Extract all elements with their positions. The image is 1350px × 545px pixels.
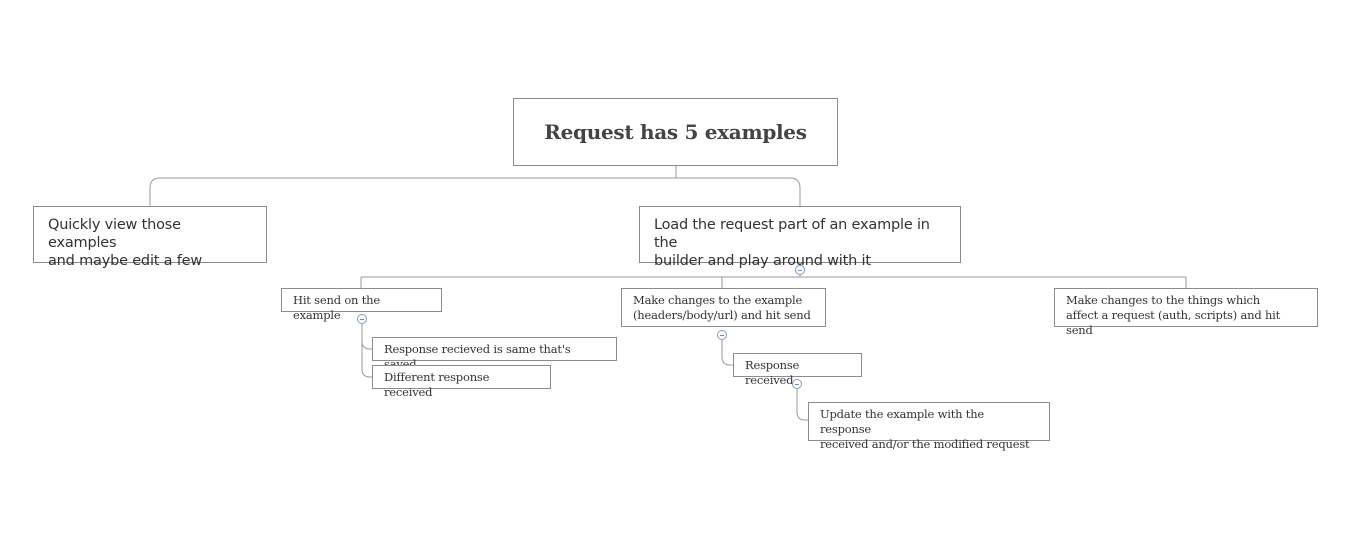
topic-make-changes-example[interactable]: Make changes to the example (headers/bod… bbox=[621, 288, 826, 327]
connector-hit-send-to-different bbox=[361, 341, 372, 378]
topic-make-changes-things-label: Make changes to the things which affect … bbox=[1066, 293, 1281, 337]
topic-hit-send[interactable]: Hit send on the example bbox=[281, 288, 442, 322]
collapse-toggle-icon[interactable] bbox=[795, 265, 805, 275]
collapse-toggle-icon[interactable] bbox=[792, 379, 802, 389]
topic-response-same[interactable]: Response recieved is same that's saved bbox=[372, 337, 617, 371]
topic-update-example-label: Update the example with the response rec… bbox=[820, 407, 1030, 451]
connector-make-ex-to-response bbox=[721, 340, 733, 366]
topic-make-changes-example-label: Make changes to the example (headers/bod… bbox=[633, 293, 811, 322]
connector-hit-send-to-same bbox=[361, 324, 372, 350]
topic-response-different[interactable]: Different response received bbox=[372, 365, 551, 399]
root-topic[interactable]: Request has 5 examples bbox=[513, 98, 838, 166]
topic-response-same-label: Response recieved is same that's saved bbox=[384, 342, 571, 371]
collapse-toggle-icon[interactable] bbox=[357, 314, 367, 324]
topic-response-received[interactable]: Response received bbox=[733, 353, 862, 387]
connector-response-to-update bbox=[796, 389, 808, 421]
topic-load-request-part[interactable]: Load the request part of an example in t… bbox=[639, 206, 961, 269]
topic-make-changes-things[interactable]: Make changes to the things which affect … bbox=[1054, 288, 1318, 337]
collapse-toggle-icon[interactable] bbox=[717, 330, 727, 340]
connector-root-to-load-request bbox=[676, 177, 801, 206]
topic-load-request-part-label: Load the request part of an example in t… bbox=[654, 217, 930, 269]
topic-hit-send-label: Hit send on the example bbox=[293, 293, 380, 322]
root-topic-label: Request has 5 examples bbox=[544, 120, 807, 144]
topic-response-different-label: Different response received bbox=[384, 370, 490, 399]
topic-quick-view-examples[interactable]: Quickly view those examples and maybe ed… bbox=[33, 206, 267, 269]
topic-response-received-label: Response received bbox=[745, 358, 800, 387]
topic-quick-view-examples-label: Quickly view those examples and maybe ed… bbox=[48, 217, 203, 269]
topic-update-example[interactable]: Update the example with the response rec… bbox=[808, 402, 1050, 451]
connector-root-to-quick-view bbox=[149, 177, 676, 206]
